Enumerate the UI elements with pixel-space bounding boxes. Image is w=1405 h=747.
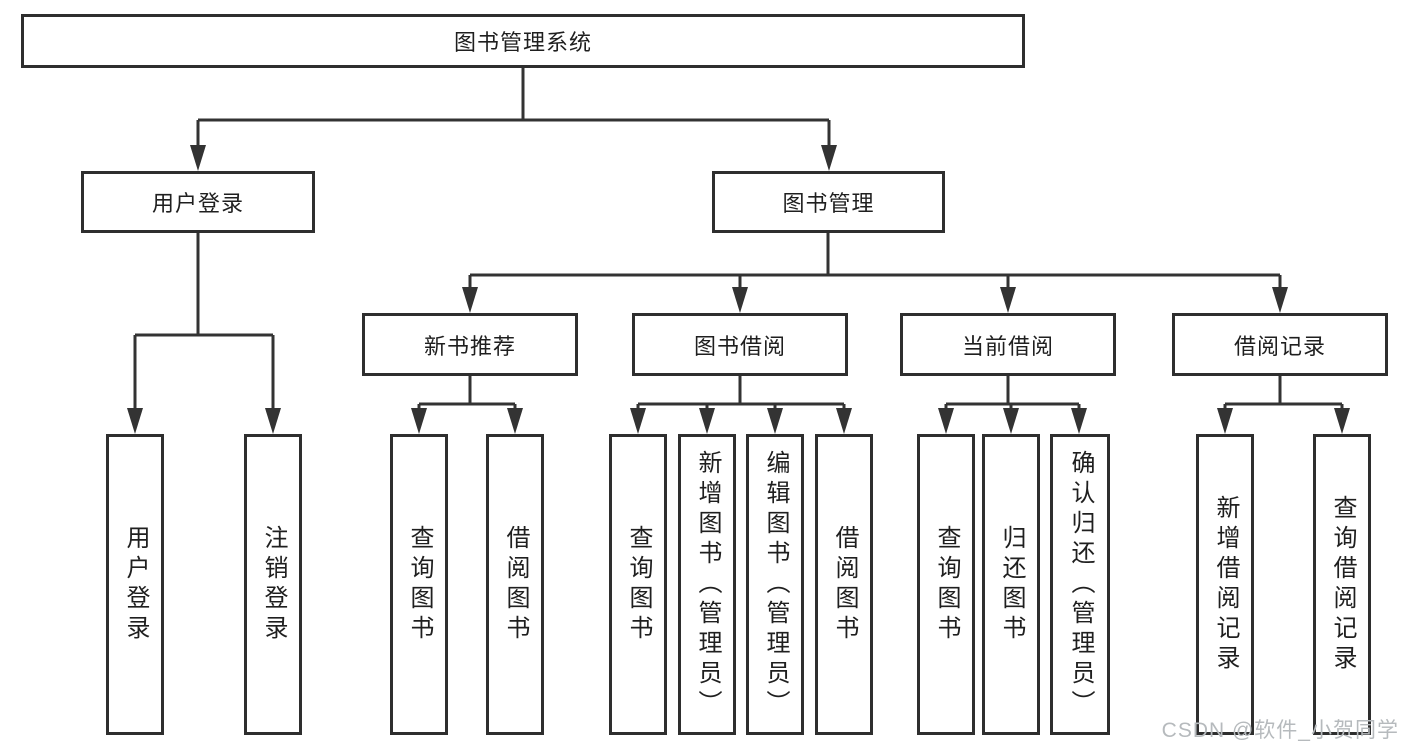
arrowhead-icon [190,145,206,171]
node-label: 查询图书 [933,524,960,645]
arrowhead-icon [1071,408,1087,434]
node-label: 借阅记录 [1233,333,1326,359]
arrowhead-icon [1334,408,1350,434]
node-user-login: 用户登录 [81,171,315,233]
arrowhead-icon [821,145,837,171]
leaf-logout-login: 注销登录 [244,434,302,735]
node-label: 借阅图书 [502,524,529,645]
leaf-query-books-borrowing: 查询图书 [609,434,667,735]
node-label: 新增图书（管理员） [694,449,721,720]
leaf-borrow-books-recommend: 借阅图书 [486,434,544,735]
leaf-query-books-recommend: 查询图书 [390,434,448,735]
node-label: 图书借阅 [693,333,786,359]
node-label: 查询图书 [406,524,433,645]
node-label: 新增借阅记录 [1212,494,1239,675]
leaf-user-login: 用户登录 [106,434,164,735]
arrowhead-icon [836,408,852,434]
arrowhead-icon [507,408,523,434]
arrowhead-icon [1003,408,1019,434]
node-label: 用户登录 [122,524,149,645]
arrowhead-icon [1000,287,1016,313]
node-label: 查询借阅记录 [1329,494,1356,675]
node-book-borrowing: 图书借阅 [632,313,848,376]
node-label: 编辑图书（管理员） [762,449,789,720]
node-label: 当前借阅 [961,333,1054,359]
arrowhead-icon [1272,287,1288,313]
node-label: 图书管理 [782,191,875,216]
node-label: 图书管理系统 [453,30,592,55]
node-current-borrowing: 当前借阅 [900,313,1116,376]
arrowhead-icon [699,408,715,434]
arrowhead-icon [938,408,954,434]
arrowhead-icon [732,287,748,313]
node-borrowing-records: 借阅记录 [1172,313,1388,376]
node-label: 新书推荐 [423,333,516,359]
node-label: 确认归还（管理员） [1067,449,1094,720]
leaf-borrow-books-borrowing: 借阅图书 [815,434,873,735]
leaf-add-borrow-record: 新增借阅记录 [1196,434,1254,735]
arrowhead-icon [462,287,478,313]
node-label: 查询图书 [625,524,652,645]
watermark: CSDN @软件_小贺同学 [1161,719,1399,742]
arrowhead-icon [1217,408,1233,434]
leaf-add-books-admin: 新增图书（管理员） [678,434,736,735]
arrowhead-icon [630,408,646,434]
node-library-management-system: 图书管理系统 [21,14,1025,68]
node-label: 用户登录 [151,191,244,216]
leaf-edit-books-admin: 编辑图书（管理员） [746,434,804,735]
node-label: 归还图书 [998,524,1025,645]
leaf-query-borrow-record: 查询借阅记录 [1313,434,1371,735]
node-new-book-recommendation: 新书推荐 [362,313,578,376]
arrowhead-icon [411,408,427,434]
arrowhead-icon [127,408,143,434]
arrowhead-icon [767,408,783,434]
arrowhead-icon [265,408,281,434]
leaf-return-books: 归还图书 [982,434,1040,735]
node-book-management: 图书管理 [712,171,945,233]
node-label: 借阅图书 [831,524,858,645]
leaf-query-books-current: 查询图书 [917,434,975,735]
leaf-confirm-return-admin: 确认归还（管理员） [1050,434,1110,735]
node-label: 注销登录 [260,524,287,645]
